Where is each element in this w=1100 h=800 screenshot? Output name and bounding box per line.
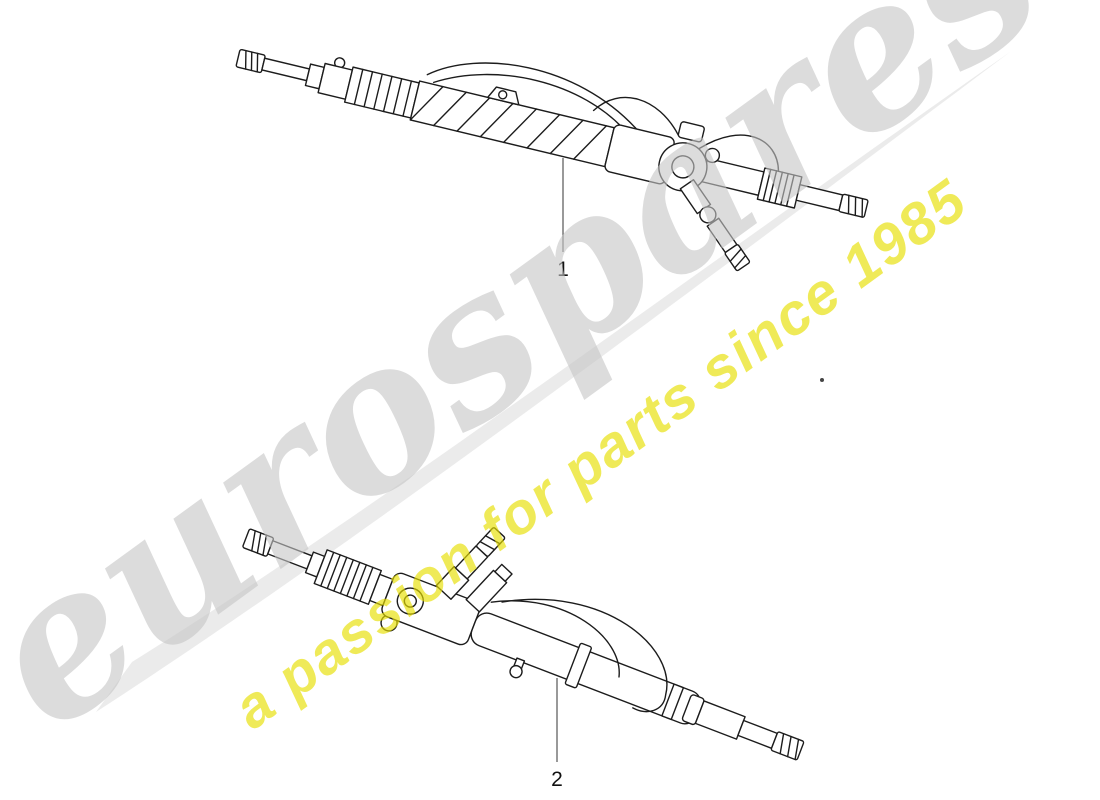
housing-hatching bbox=[409, 85, 608, 160]
spline-hatching-left bbox=[251, 530, 268, 556]
port-nipple bbox=[509, 664, 523, 679]
pinion-housing-inner bbox=[671, 155, 695, 179]
valve-boss-inner bbox=[403, 594, 418, 608]
mid-clamp bbox=[564, 642, 592, 689]
mounting-lug-hole bbox=[498, 90, 508, 100]
hydraulic-pipes bbox=[426, 62, 780, 173]
callout-label-1: 1 bbox=[557, 258, 569, 281]
steering-gear-assembly-1 bbox=[235, 48, 869, 272]
input-shaft bbox=[435, 527, 506, 600]
bellows-folds bbox=[320, 551, 374, 602]
hydraulic-pipes bbox=[490, 598, 668, 713]
tie-rod-left bbox=[261, 57, 311, 82]
valve-port bbox=[677, 121, 705, 143]
tie-rod-spline-left bbox=[235, 48, 266, 74]
spline-hatching-right bbox=[847, 194, 864, 218]
piston-rod-boss bbox=[694, 700, 746, 740]
watermark-swoosh bbox=[96, 52, 1010, 712]
spline-hatching-right bbox=[779, 732, 800, 761]
rib-lines bbox=[353, 68, 413, 117]
input-shaft-ujoint bbox=[679, 179, 751, 272]
tie-rod-right bbox=[737, 719, 778, 750]
valve-fitting bbox=[704, 147, 721, 164]
bellows-folds bbox=[762, 168, 795, 207]
speck-dot bbox=[820, 378, 824, 382]
callout-2: 2 bbox=[551, 678, 563, 791]
cylinder-ring bbox=[661, 683, 685, 721]
callout-1: 1 bbox=[557, 158, 569, 281]
valve-spool bbox=[465, 563, 513, 613]
steering-gear-assembly-2 bbox=[242, 527, 805, 761]
callout-label-2: 2 bbox=[551, 768, 563, 791]
spline-hatching-left bbox=[244, 49, 259, 73]
